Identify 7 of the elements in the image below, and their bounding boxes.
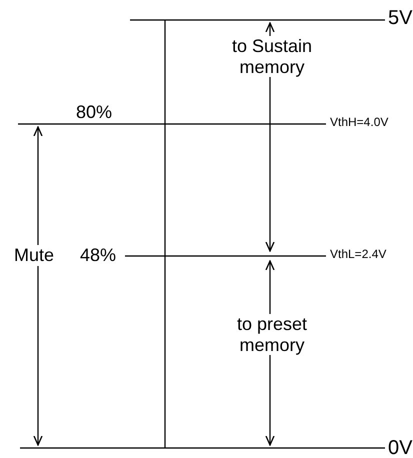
percent-label: 48% <box>80 245 116 266</box>
voltage-label: 0V <box>388 437 412 458</box>
percent-label: 80% <box>76 102 112 123</box>
threshold-label: VthL=2.4V <box>330 248 386 262</box>
threshold-label: VthH=4.0V <box>330 116 388 130</box>
voltage-label: 5V <box>388 7 412 30</box>
range-label: Mute <box>12 245 56 266</box>
